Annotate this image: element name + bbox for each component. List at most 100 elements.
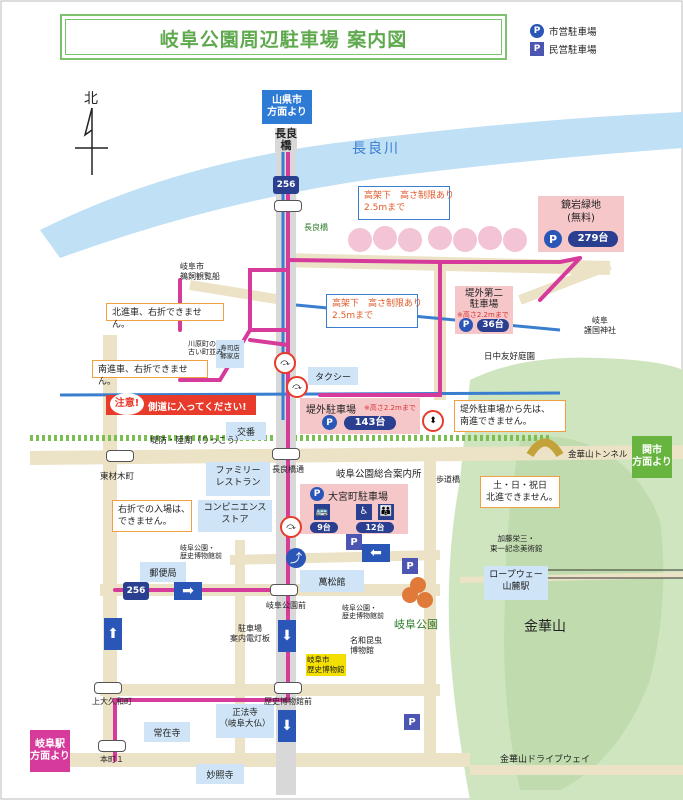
caution-text: 側道に入ってください! — [148, 402, 247, 413]
kamihisa-label: 上大久和町 — [92, 697, 132, 706]
convenience-store: コンビニエンス ストア — [198, 500, 272, 532]
levee-label: 堤防・陸閘（りっこう） — [150, 436, 244, 446]
parking-sign-label: 駐車場 案内電灯板 — [230, 624, 270, 644]
no-right-turn-icon: ⤼ — [286, 376, 308, 398]
post-panel: 郵便局 — [140, 562, 186, 582]
callout-south-no-right: 南進車、右折できません。 — [92, 360, 208, 387]
compass-icon — [75, 107, 108, 175]
map-title: 岐阜公園周辺駐車場 案内図 — [159, 29, 408, 51]
traffic-light-icon — [98, 740, 126, 752]
direction-seki: 関市 方面より — [632, 436, 672, 478]
parking-icon: P — [322, 415, 337, 430]
omiyacho-disabled-count: 12台 — [356, 522, 394, 533]
private-parking-icon: P — [346, 534, 362, 550]
kawara-label: 川原町の 古い町並み — [188, 340, 223, 357]
river-shape — [40, 112, 683, 258]
traffic-light-icon — [94, 682, 122, 694]
no-right-turn-icon: ⤼ — [274, 352, 296, 374]
gokoku-shrine-label: 岐阜 護国神社 — [584, 316, 616, 336]
kinkazan-label: 金華山 — [524, 619, 566, 635]
history-sign-label: 岐阜公園・ 歴史博物館前 — [180, 544, 222, 561]
jujuji-panel: 寿司店 郷家店 — [216, 340, 244, 368]
traffic-light-icon — [272, 448, 300, 460]
arrow-up-icon: ⬆ — [104, 618, 122, 650]
caution-banner: 注意! 側道に入ってください! — [106, 393, 256, 415]
autumn-trees — [402, 577, 433, 608]
nagarabashi-stop-label: 長良橋 — [304, 223, 328, 232]
arrow-down-icon: ⬇ — [278, 710, 296, 742]
direction-yamagata: 山県市 方面より — [262, 90, 312, 124]
shohoji-panel: 正法寺 （岐阜大仏） — [216, 704, 274, 738]
takamatsu-panel: 萬松館 — [300, 570, 364, 592]
ropeway-panel: ロープウェー 山麓駅 — [484, 566, 548, 600]
route-256-shield-top: 256 — [273, 176, 299, 194]
family-icon: 👪 — [378, 504, 394, 520]
guide-center-label: 岐阜公園総合案内所 — [336, 469, 422, 480]
teigai2-panel: 堤外第二 駐車場 ※高さ2.2mまで P 36台 — [455, 286, 513, 334]
omiyacho-panel: P 大宮町駐車場 🚌 ♿ 👪 9台 12台 — [300, 484, 408, 534]
callout-beyond-teigai: 堤外駐車場から先は、 南進できません。 — [454, 400, 566, 432]
u-turn-icon: ⤴ — [286, 548, 306, 568]
callout-height-2: 高架下 高さ制限あり 2.5mまで — [326, 294, 422, 328]
compass-label: 北 — [84, 91, 98, 107]
omiyacho-bus-count: 9台 — [310, 522, 338, 533]
callout-weekend: 土・日・祝日 北進できません。 — [480, 476, 560, 508]
teigai2-count: 36台 — [477, 319, 509, 332]
municipal-parking-icon: P — [530, 24, 544, 38]
meiwa-label: 名和昆虫 博物館 — [350, 636, 382, 656]
callout-no-right-entry: 右折での入場は、 できません。 — [112, 500, 192, 532]
bus-icon: 🚌 — [314, 504, 330, 520]
legend-private: P 民営駐車場 — [530, 42, 597, 56]
traffic-light-icon — [270, 584, 298, 596]
direction-gifu-station: 岐阜駅 方面より — [30, 730, 70, 772]
cherry-trees — [348, 226, 527, 252]
gifu-park-mae-label: 岐阜公園前 — [266, 601, 306, 610]
kato-museum-label: 加藤栄三・ 東一記念美術館 — [490, 534, 543, 553]
title-frame: 岐阜公園周辺駐車場 案内図 — [60, 14, 507, 60]
history-sign2-label: 岐阜公園・ 歴史博物館前 — [342, 604, 384, 621]
bridge-label: 長良橋 — [275, 127, 297, 153]
no-right-turn-icon: ⤼ — [280, 516, 302, 538]
teigai-count: 143台 — [344, 416, 396, 430]
history-museum-label: 岐阜市 歴史博物館 — [306, 654, 346, 676]
kyoganryokuchi-count: 279台 — [568, 231, 618, 247]
honmachi-label: 本町１ — [100, 755, 124, 764]
traffic-light-icon — [274, 200, 302, 212]
kyoganryokuchi-panel: 鏡岩緑地 (無料) P 279台 — [538, 196, 624, 252]
parking-icon: P — [310, 487, 324, 501]
parking-icon: P — [459, 318, 473, 332]
myosho-panel: 妙照寺 — [196, 764, 244, 784]
river-label: 長良川 — [352, 141, 400, 157]
private-parking-icon: P — [530, 42, 544, 56]
arrow-left-icon: ⬅ — [362, 544, 390, 562]
drive-label: 金華山ドライブウェイ — [500, 755, 591, 765]
legend-municipal: P 市営駐車場 — [530, 24, 597, 38]
nagarabashi-dori-label: 長良橋通 — [272, 465, 304, 474]
traffic-light-icon — [274, 682, 302, 694]
traffic-light-icon — [106, 450, 134, 462]
mountain-inner — [504, 436, 664, 790]
parking-icon: P — [544, 230, 562, 248]
family-restaurant: ファミリー レストラン — [206, 462, 270, 496]
private-parking-icon: P — [402, 558, 418, 574]
private-parking-icon: P — [404, 714, 420, 730]
no-entry-icon: ⬍ — [422, 410, 444, 432]
joza-panel: 常在寺 — [144, 722, 190, 742]
arrow-right-icon: ➡ — [174, 582, 202, 600]
guide-routes — [113, 128, 582, 762]
gifu-park-label: 岐阜公園 — [394, 618, 438, 631]
tunnel — [526, 438, 564, 458]
arrow-down-icon: ⬇ — [278, 620, 296, 652]
callout-north-no-right: 北進車、右折できません。 — [106, 303, 224, 330]
rekishi-mae-label: 歴史博物館前 — [264, 697, 312, 706]
caution-prefix: 注意! — [110, 393, 144, 415]
taxi-panel: タクシー — [308, 367, 358, 385]
teigai-panel: 堤外駐車場 ※高さ2.2mまで P 143台 — [300, 398, 420, 434]
route-256-shield-mid: 256 — [123, 582, 149, 600]
higashi-zaimoku-label: 東材木町 — [100, 472, 135, 482]
nichu-label: 日中友好庭園 — [484, 352, 536, 362]
footbridge-label: 歩道橋 — [436, 475, 460, 484]
ukai-label: 岐阜市 鵜飼観覧船 — [180, 262, 220, 282]
wheelchair-icon: ♿ — [356, 504, 372, 520]
